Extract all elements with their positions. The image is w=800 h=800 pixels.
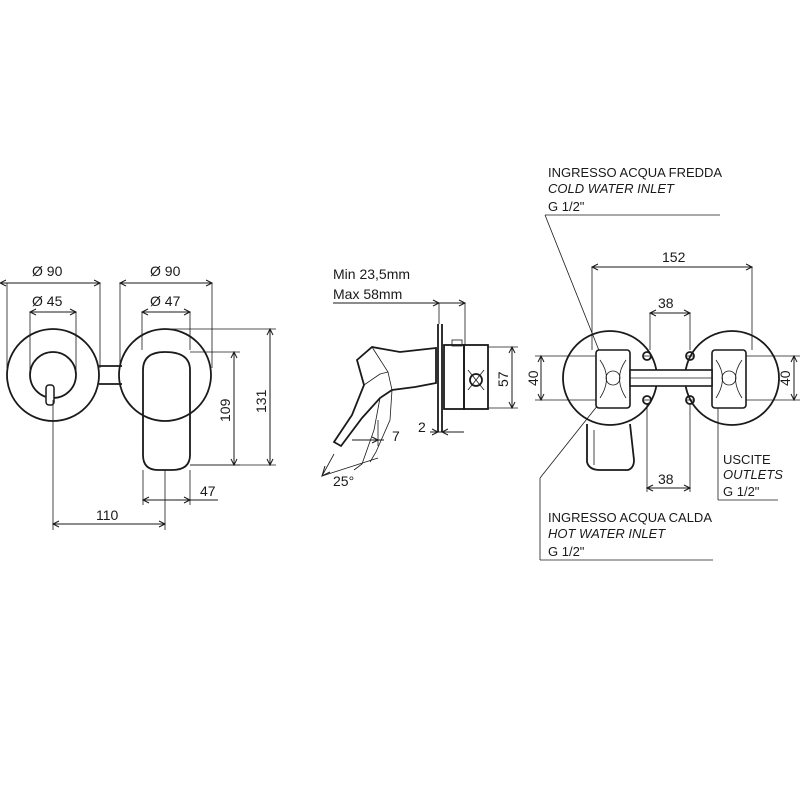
dim-height-40-right: 40 <box>777 370 793 386</box>
outlet-valve <box>711 349 747 409</box>
side-view: Min 23,5mm Max 58mm 57 7 <box>321 266 518 489</box>
dim-right-diameter: Ø 90 <box>150 263 181 279</box>
side-valve-port <box>469 373 483 387</box>
outlets-label-it: USCITE <box>723 452 771 467</box>
dim-width-47: 47 <box>200 483 216 499</box>
right-rosette <box>118 328 212 422</box>
dim-left-diameter: Ø 90 <box>32 263 63 279</box>
dim-offset-7: 7 <box>392 428 400 444</box>
dim-height-57: 57 <box>495 371 511 387</box>
screw-top-left <box>642 351 652 361</box>
dim-spacing-38-bottom: 38 <box>658 471 674 487</box>
cold-inlet-label-en: COLD WATER INLET <box>548 181 675 196</box>
mixer-lever <box>142 351 191 471</box>
outlets-thread: G 1/2" <box>723 484 760 499</box>
hot-inlet-label-it: INGRESSO ACQUA CALDA <box>548 510 712 525</box>
dim-left-inner-diameter: Ø 45 <box>32 293 63 309</box>
hot-inlet-label-en: HOT WATER INLET <box>548 526 666 541</box>
front-view: Ø 90 Ø 45 Ø 90 Ø 47 109 1 <box>0 263 276 530</box>
dim-offset-2: 2 <box>418 419 426 435</box>
left-knob-lever <box>45 384 55 406</box>
dim-height-131: 131 <box>253 389 269 413</box>
dim-right-inner-diameter: Ø 47 <box>150 293 181 309</box>
dim-width-110: 110 <box>96 507 119 523</box>
screw-top-right <box>685 351 695 361</box>
dim-spacing-38-top: 38 <box>658 295 674 311</box>
dim-angle: 25° <box>333 473 354 489</box>
rear-view: INGRESSO ACQUA FREDDA COLD WATER INLET G… <box>525 165 800 561</box>
cold-inlet-thread: G 1/2" <box>548 199 585 214</box>
hot-inlet-thread: G 1/2" <box>548 544 585 559</box>
dim-max-depth: Max 58mm <box>333 286 402 302</box>
dim-height-40-left: 40 <box>525 370 541 386</box>
dim-min-depth: Min 23,5mm <box>333 266 410 282</box>
rear-lever <box>586 423 635 471</box>
side-lever <box>332 346 437 448</box>
outlets-label-en: OUTLETS <box>723 467 783 482</box>
dim-height-109: 109 <box>217 398 233 422</box>
dim-width-152: 152 <box>662 249 686 265</box>
cold-inlet-label-it: INGRESSO ACQUA FREDDA <box>548 165 722 180</box>
cold-inlet-valve <box>595 349 631 409</box>
